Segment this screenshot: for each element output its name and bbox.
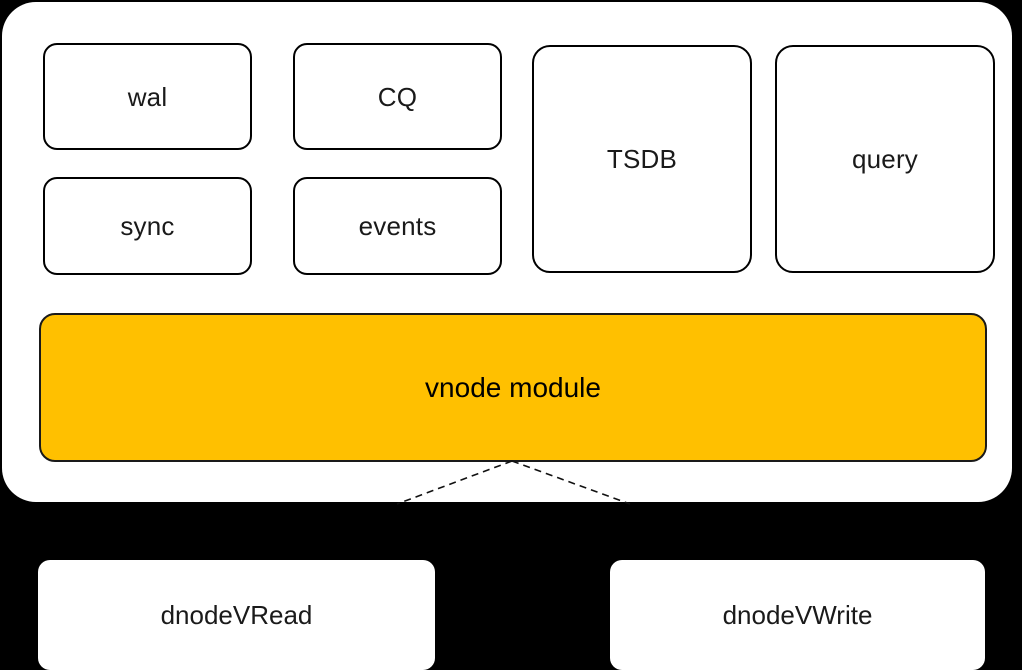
vnode-module-bar[interactable]: vnode module [39,313,987,462]
module-box-cq[interactable]: CQ [293,43,502,150]
module-label-cq: CQ [377,81,418,112]
module-box-sync[interactable]: sync [43,177,252,275]
module-box-tsdb[interactable]: TSDB [532,45,752,273]
dnode-box-dnodevwrite[interactable]: dnodeVWrite [610,560,985,670]
module-box-query[interactable]: query [775,45,995,273]
vnode-container-panel: wal CQ TSDB query sync events vnode modu… [2,2,1012,502]
dnode-label-dnodevwrite: dnodeVWrite [722,600,873,630]
module-label-query: query [851,144,919,174]
vnode-module-label: vnode module [425,371,601,403]
module-label-events: events [358,211,437,241]
module-label-tsdb: TSDB [606,144,678,174]
dnode-box-dnodevread[interactable]: dnodeVRead [38,560,435,670]
module-label-sync: sync [120,211,175,241]
module-box-events[interactable]: events [293,177,502,275]
module-label-wal: wal [127,81,168,112]
module-box-wal[interactable]: wal [43,43,252,150]
dnode-label-dnodevread: dnodeVRead [160,600,313,630]
